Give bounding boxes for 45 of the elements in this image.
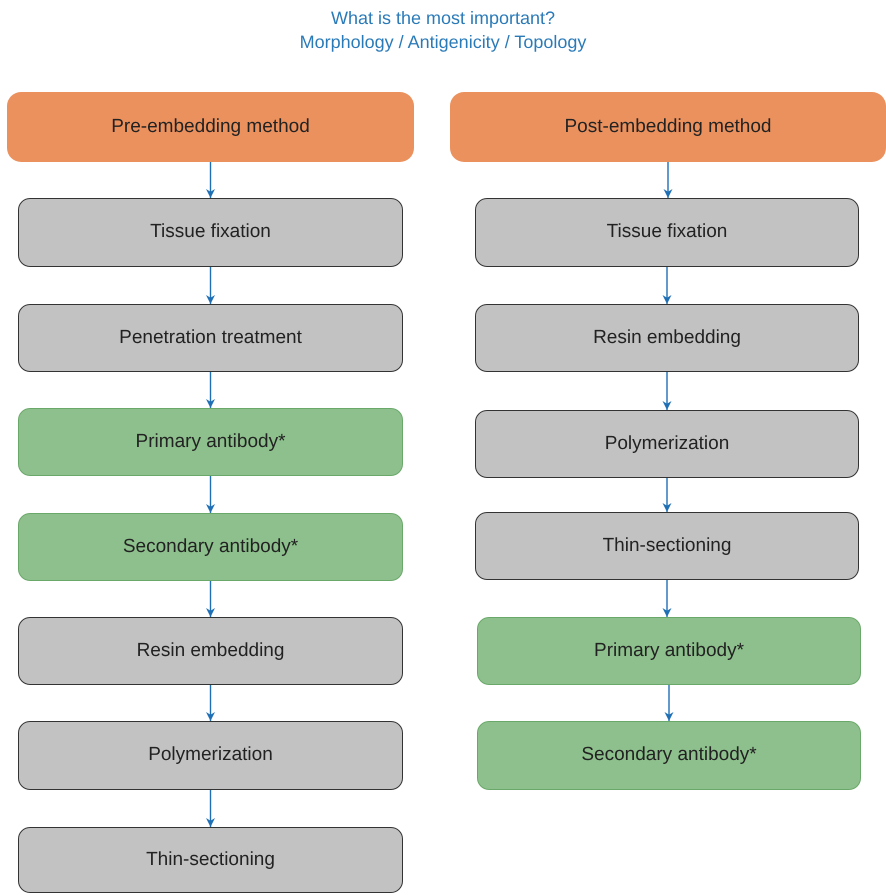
step-label: Resin embedding	[136, 638, 286, 663]
process-box	[18, 617, 403, 685]
process-box	[18, 721, 403, 790]
arrow	[206, 162, 215, 198]
step-label: Primary antibody*	[134, 430, 286, 454]
process-box	[475, 512, 859, 580]
step-label: Post-embedding method	[563, 114, 772, 139]
arrow	[206, 790, 215, 827]
arrow	[206, 581, 215, 617]
step-label: Pre-embedding method	[110, 114, 311, 139]
step-label: Thin-sectioning	[145, 848, 276, 872]
step-label: Resin embedding	[592, 326, 742, 350]
step-label: Penetration treatment	[118, 326, 303, 350]
arrow	[662, 372, 672, 410]
process-box	[18, 198, 403, 267]
arrow	[662, 267, 672, 304]
arrow	[664, 162, 672, 198]
arrow	[206, 476, 215, 513]
subtitle-text: Morphology / Antigenicity / Topology	[300, 31, 586, 54]
process-box	[475, 410, 859, 478]
step-label: Thin-sectioning	[602, 534, 732, 558]
arrow	[662, 580, 672, 617]
antibody-step-box	[477, 617, 861, 685]
method-header-box	[7, 92, 414, 162]
step-label: Primary antibody*	[593, 638, 745, 663]
arrow	[664, 685, 674, 721]
step-label: Secondary antibody*	[122, 534, 300, 559]
antibody-step-box	[477, 721, 861, 790]
step-label: Tissue fixation	[149, 220, 272, 244]
antibody-step-box	[18, 408, 403, 476]
arrow	[206, 372, 215, 408]
process-box	[18, 827, 403, 893]
step-label: Secondary antibody*	[580, 743, 758, 768]
process-box	[475, 304, 859, 372]
antibody-step-box	[18, 513, 403, 581]
step-label: Tissue fixation	[606, 220, 728, 244]
process-box	[475, 198, 859, 267]
process-box	[18, 304, 403, 372]
step-label: Polymerization	[147, 743, 274, 768]
arrow	[662, 478, 672, 512]
arrow	[206, 267, 215, 304]
arrow	[206, 685, 215, 721]
method-header-box	[450, 92, 886, 162]
step-label: Polymerization	[604, 432, 730, 456]
diagram-title: What is the most important?	[330, 7, 556, 30]
